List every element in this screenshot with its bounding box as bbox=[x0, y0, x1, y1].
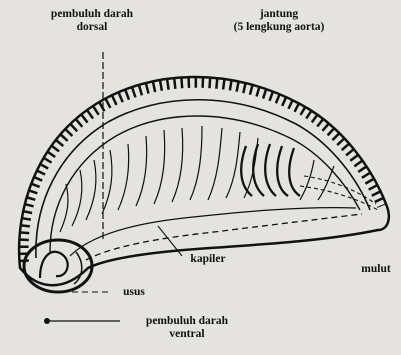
dorsal-vessel-line2: dorsal bbox=[77, 21, 108, 33]
label-heart: jantung (5 lengkung aorta) bbox=[210, 8, 348, 34]
dorsal-hatched-band bbox=[24, 83, 382, 262]
ventral-vessel-dot bbox=[44, 318, 50, 324]
label-capillary: kapiler bbox=[180, 253, 236, 266]
aortic-arches bbox=[241, 144, 300, 196]
ventral-vessel-line2: ventral bbox=[169, 328, 204, 340]
heart-line2: (5 lengkung aorta) bbox=[234, 21, 325, 33]
heart-line1: jantung bbox=[260, 8, 298, 20]
anterior-strands bbox=[300, 176, 378, 210]
label-ventral-vessel: pembuluh darah ventral bbox=[122, 315, 252, 341]
label-dorsal-vessel: pembuluh darah dorsal bbox=[22, 8, 162, 34]
label-mouth: mulut bbox=[356, 263, 396, 276]
label-intestine: usus bbox=[114, 286, 154, 299]
ventral-vessel-line1: pembuluh darah bbox=[146, 315, 228, 327]
dorsal-vessel-line1: pembuluh darah bbox=[51, 8, 133, 20]
